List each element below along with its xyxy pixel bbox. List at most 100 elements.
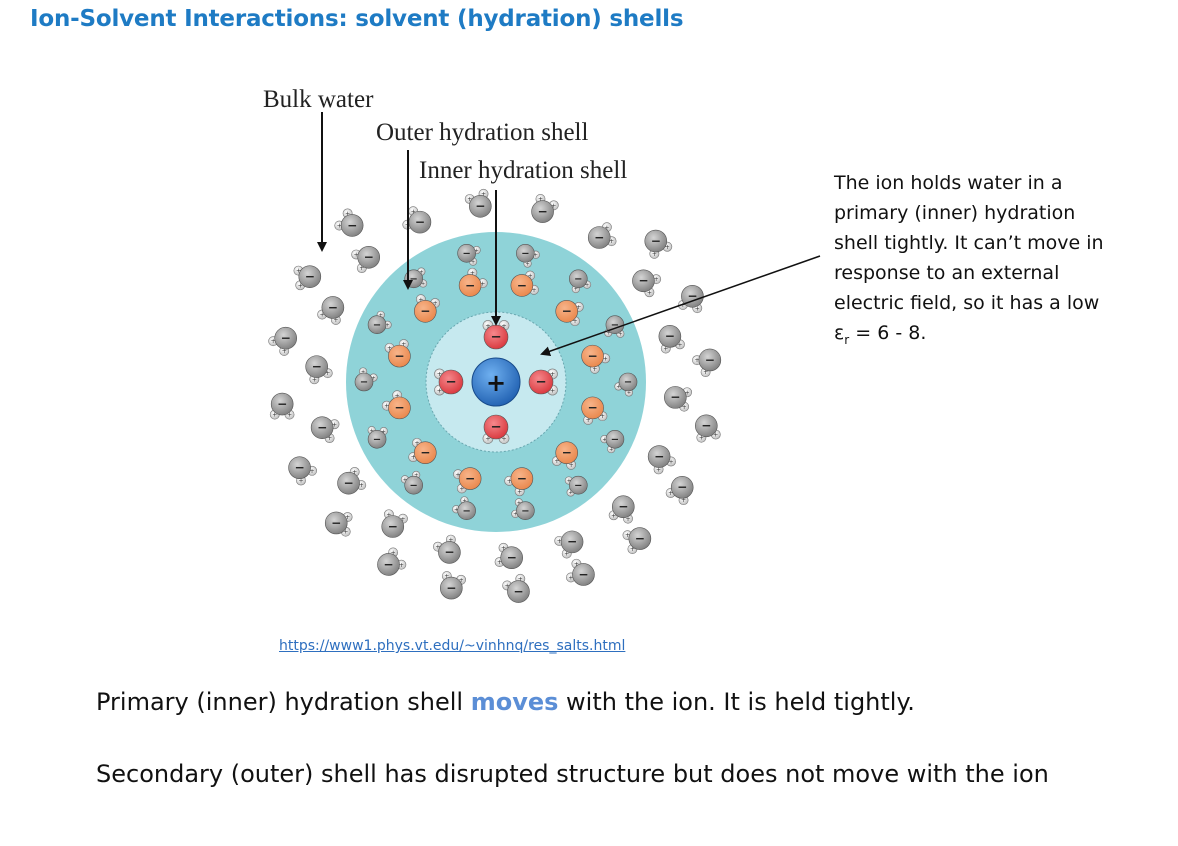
svg-text:+: + [485, 435, 491, 443]
source-link[interactable]: https://www1.phys.vt.edu/~vinhnq/res_sal… [279, 638, 626, 654]
water-molecule: ++− [502, 573, 530, 603]
svg-text:+: + [507, 478, 512, 485]
svg-text:+: + [564, 551, 569, 558]
svg-text:+: + [467, 196, 472, 203]
svg-text:+: + [680, 302, 685, 309]
svg-text:+: + [682, 404, 687, 411]
svg-text:+: + [333, 317, 338, 324]
water-molecule: ++− [413, 294, 441, 323]
svg-text:−: − [574, 274, 582, 285]
water-molecule: ++− [482, 414, 510, 444]
svg-text:+: + [454, 507, 458, 513]
svg-text:+: + [437, 386, 443, 394]
water-molecule: ++− [381, 509, 408, 538]
water-molecule: ++− [334, 208, 364, 237]
svg-text:+: + [421, 281, 425, 287]
svg-text:+: + [386, 511, 391, 518]
svg-text:+: + [611, 512, 616, 519]
water-molecule: ++− [614, 372, 638, 397]
svg-text:−: − [445, 375, 456, 390]
svg-text:+: + [298, 282, 303, 289]
svg-text:−: − [373, 320, 381, 331]
svg-text:+: + [627, 390, 631, 396]
svg-text:−: − [446, 581, 456, 595]
water-molecule: ++− [608, 495, 635, 524]
water-molecule: ++− [647, 445, 676, 475]
svg-text:−: − [343, 476, 353, 490]
svg-text:−: − [465, 471, 475, 485]
svg-text:−: − [312, 359, 322, 373]
water-molecule: ++− [600, 429, 625, 454]
water-molecule: ++− [453, 467, 482, 494]
svg-text:+: + [501, 322, 507, 330]
svg-text:+: + [414, 473, 418, 479]
water-molecule: ++− [644, 229, 673, 259]
water-molecule: ++− [581, 396, 608, 425]
svg-text:+: + [437, 370, 443, 378]
svg-text:+: + [384, 403, 389, 410]
ion-charge-label: + [486, 369, 506, 397]
svg-text:−: − [475, 199, 485, 213]
svg-text:+: + [352, 469, 357, 476]
svg-text:+: + [448, 537, 453, 544]
bulk-water-label: Bulk water [263, 86, 374, 113]
svg-text:−: − [574, 480, 582, 491]
svg-text:+: + [272, 412, 277, 419]
svg-text:−: − [507, 551, 517, 565]
svg-text:+: + [411, 208, 416, 215]
water-molecule: ++− [269, 392, 295, 420]
water-molecule: ++− [516, 244, 540, 268]
water-molecule: ++− [408, 437, 437, 465]
svg-text:+: + [574, 287, 578, 293]
water-molecule: ++− [665, 476, 694, 506]
svg-text:−: − [388, 519, 398, 533]
svg-text:−: − [618, 500, 628, 514]
water-molecule: ++− [324, 511, 353, 537]
svg-text:+: + [325, 370, 330, 377]
svg-text:+: + [282, 348, 287, 355]
svg-text:+: + [480, 280, 485, 287]
water-molecule: ++− [402, 206, 432, 234]
svg-text:+: + [713, 432, 718, 439]
svg-text:+: + [526, 261, 530, 267]
svg-text:+: + [419, 269, 423, 275]
outer-shell-label: Outer hydration shell [376, 119, 589, 146]
water-molecule: ++− [432, 534, 461, 564]
statement-text: Primary (inner) hydration shell [96, 688, 471, 716]
svg-text:−: − [513, 584, 523, 598]
svg-text:+: + [470, 270, 475, 277]
water-molecule: + +− [458, 267, 488, 297]
annotation-pointer [540, 255, 821, 357]
svg-text:−: − [465, 278, 475, 292]
svg-text:+: + [677, 341, 682, 348]
svg-text:+: + [501, 435, 507, 443]
svg-text:+: + [271, 338, 276, 345]
svg-text:+: + [681, 497, 686, 504]
svg-text:+: + [391, 550, 396, 557]
water-molecule: ++− [622, 527, 652, 554]
water-molecule: ++− [452, 496, 476, 520]
water-molecule: ++− [354, 367, 378, 392]
svg-text:+: + [618, 331, 622, 337]
svg-text:+: + [652, 251, 657, 258]
svg-text:+: + [694, 357, 699, 364]
svg-text:+: + [475, 248, 479, 254]
svg-text:+: + [656, 466, 661, 473]
svg-text:−: − [373, 434, 381, 445]
svg-text:+: + [505, 583, 510, 590]
water-molecule: ++− [531, 194, 559, 223]
svg-text:−: − [394, 349, 404, 363]
svg-text:+: + [371, 375, 375, 381]
svg-text:+: + [298, 478, 303, 485]
svg-text:−: − [705, 353, 715, 367]
svg-text:+: + [585, 282, 589, 288]
epsilon-value: = 6 - 8. [849, 322, 927, 344]
svg-text:+: + [435, 544, 440, 551]
svg-text:−: − [635, 531, 645, 545]
svg-text:−: − [677, 480, 687, 494]
statement-primary-shell: Primary (inner) hydration shell moves wi… [96, 688, 915, 716]
annotation-line: response to an external [834, 262, 1060, 284]
svg-text:+: + [576, 304, 581, 311]
svg-text:+: + [592, 366, 597, 373]
